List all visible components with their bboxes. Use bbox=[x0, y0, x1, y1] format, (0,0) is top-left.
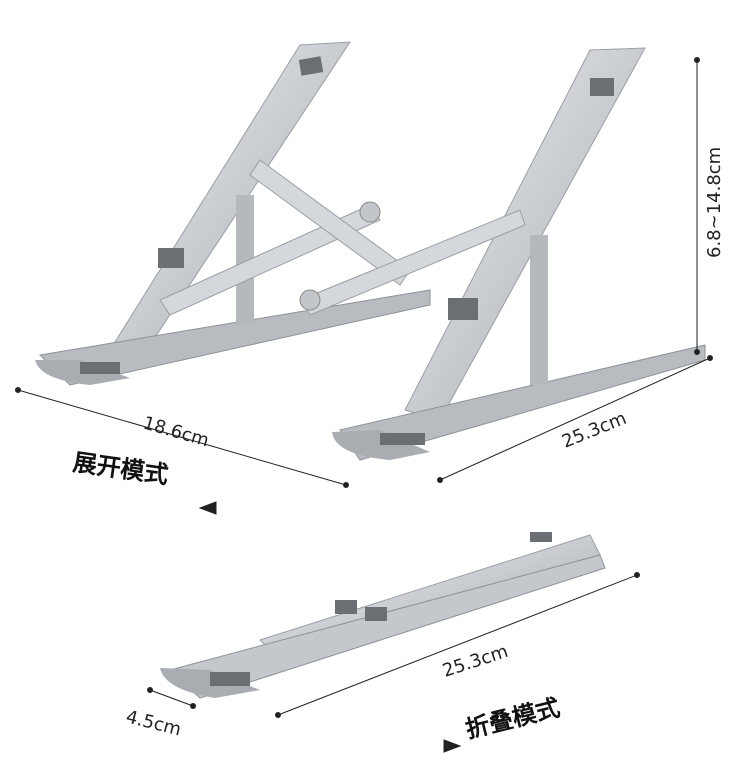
folded-stand bbox=[160, 532, 606, 699]
dimension-lines bbox=[15, 57, 713, 753]
arrow-right-icon bbox=[443, 739, 462, 753]
unfolded-mode-label: 展开模式 bbox=[71, 448, 170, 489]
unfolded-width-label: 25.3cm bbox=[559, 408, 629, 453]
unfolded-depth-label: 18.6cm bbox=[141, 413, 212, 452]
arrow-left-icon bbox=[198, 501, 217, 515]
unfolded-stand bbox=[35, 41, 706, 461]
folded-thickness-label: 4.5cm bbox=[124, 706, 183, 740]
height-range-label: 6.8~14.8cm bbox=[704, 147, 725, 258]
folded-mode-label: 折叠模式 bbox=[463, 693, 563, 743]
folded-width-label: 25.3cm bbox=[440, 641, 511, 682]
